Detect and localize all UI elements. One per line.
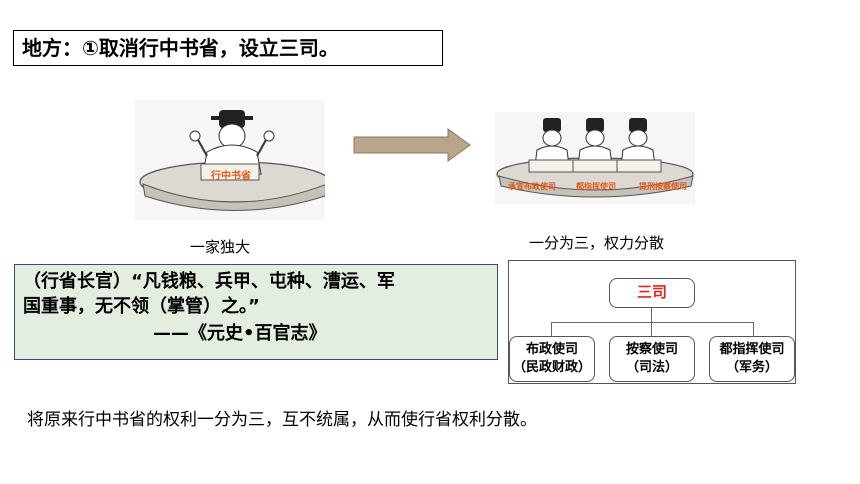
right-caption: 一分为三，权力分散 <box>529 234 665 252</box>
org-node-role: （军务） <box>725 360 778 375</box>
quote-line-1: （行省长官）“凡钱粮、兵甲、屯种、漕运、军 <box>23 271 395 292</box>
sign-label-buzheng: 承宣布政使司 <box>508 182 556 191</box>
org-node-anchas: 按察使司 （司法） <box>609 336 695 382</box>
org-node-name: 按察使司 <box>625 342 678 357</box>
org-node-name: 布政使司 <box>525 342 578 357</box>
quote-source: ——《元史•百官志》 <box>153 323 327 344</box>
connector-right <box>753 322 754 336</box>
sign-label-anchas: 提刑按察使司 <box>639 182 687 191</box>
org-node-name: 都指挥使司 <box>719 342 785 357</box>
quote-line-2: 国重事，无不领（掌管）之。” <box>23 296 260 317</box>
arrow-right-icon <box>352 128 472 162</box>
summary-text: 将原来行中书省的权利一分为三，互不统属，从而使行省权利分散。 <box>27 410 537 430</box>
org-node-duzhihui: 都指挥使司 （军务） <box>709 336 795 382</box>
org-chart: 三司 布政使司 （民政财政） 按察使司 （司法） 都指挥使司 （军务） <box>508 260 796 384</box>
left-caption: 一家独大 <box>190 238 251 256</box>
single-sign-label: 行中书省 <box>211 171 251 182</box>
connector-left <box>551 322 552 336</box>
connector-horizontal <box>551 322 753 323</box>
sign-label-duzhihui: 都指挥使司 <box>576 182 616 191</box>
org-root-node: 三司 <box>609 278 695 308</box>
quote-box: （行省长官）“凡钱粮、兵甲、屯种、漕运、军 国重事，无不领（掌管）之。” ——《… <box>14 264 498 360</box>
org-node-buzheng: 布政使司 （民政财政） <box>509 336 595 382</box>
three-officials-illustration <box>495 112 695 204</box>
org-node-role: （司法） <box>625 360 678 375</box>
connector-vertical-root <box>651 308 652 322</box>
single-official-illustration <box>135 100 325 220</box>
page-title: 地方：①取消行中书省，设立三司。 <box>13 30 443 66</box>
connector-middle <box>651 322 652 336</box>
org-node-role: （民政财政） <box>512 360 591 375</box>
